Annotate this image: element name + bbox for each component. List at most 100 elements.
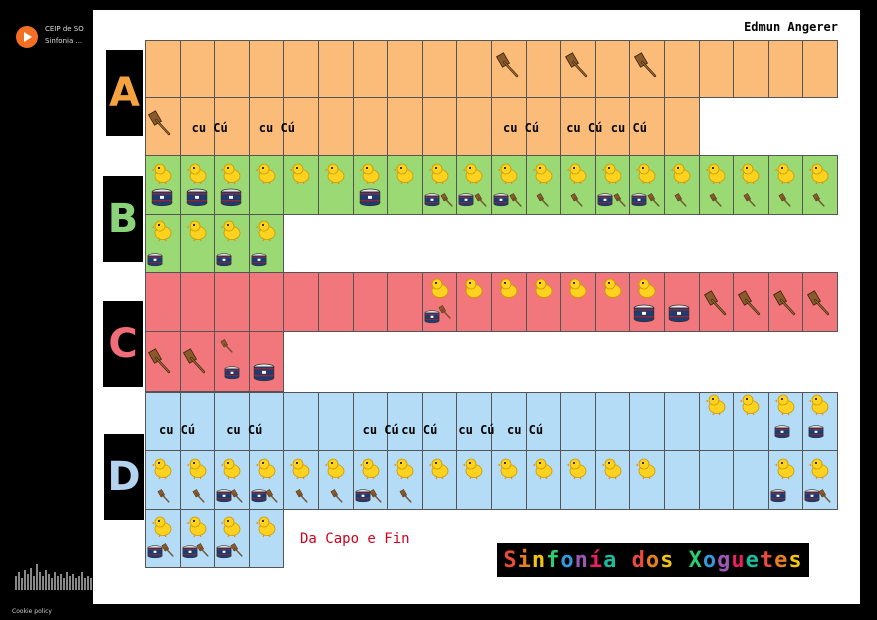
grid-cell xyxy=(525,40,562,98)
drum-icon xyxy=(251,252,267,271)
ratchet-icon xyxy=(812,192,826,211)
chick-icon xyxy=(186,161,210,189)
ratchet-icon xyxy=(147,348,173,378)
grid-cell xyxy=(179,392,216,451)
grid-cell xyxy=(664,97,700,156)
section-label-b: B xyxy=(103,176,143,262)
drum-icon xyxy=(424,309,440,328)
title-letter: t xyxy=(759,547,775,573)
drum-icon xyxy=(668,304,690,327)
grid-cell xyxy=(214,40,250,98)
chick-icon xyxy=(566,276,590,304)
drum-icon xyxy=(182,544,198,563)
play-icon[interactable] xyxy=(16,26,38,48)
drum-icon xyxy=(458,192,474,211)
grid-cell xyxy=(387,392,423,451)
composer-name: Edmun Angerer xyxy=(744,20,838,34)
chick-icon xyxy=(324,456,348,484)
grid-cell xyxy=(629,97,665,156)
chick-icon xyxy=(705,392,729,420)
grid-cell xyxy=(145,40,181,98)
grid-cell xyxy=(456,392,492,451)
cucu-label: cu Cú xyxy=(191,121,228,135)
cucu-label: cu Cú xyxy=(258,121,295,135)
title-letter: e xyxy=(745,547,760,573)
chick-icon xyxy=(428,276,452,304)
grid-cell xyxy=(179,272,216,332)
grid-cell xyxy=(248,331,285,392)
chick-icon xyxy=(393,161,417,189)
grid-cell xyxy=(594,392,631,451)
grid-cell xyxy=(664,40,700,98)
grid-cell xyxy=(560,392,596,451)
ratchet-icon xyxy=(709,192,723,211)
chick-icon xyxy=(151,514,175,542)
grid-cell xyxy=(525,392,562,451)
grid-cell xyxy=(352,392,389,451)
grid-cell xyxy=(318,272,354,332)
chick-icon xyxy=(255,456,279,484)
section-label-c: C xyxy=(103,301,143,387)
ratchet-icon xyxy=(230,488,244,507)
grid-cell xyxy=(594,97,631,156)
chick-icon xyxy=(255,514,279,542)
chick-icon xyxy=(186,514,210,542)
track-title[interactable]: Sinfonia ... xyxy=(45,37,83,45)
title-letter: o xyxy=(702,547,718,573)
ratchet-icon xyxy=(737,290,763,320)
drum-icon xyxy=(804,488,820,507)
grid-cell xyxy=(352,97,389,156)
chick-icon xyxy=(670,161,694,189)
cucu-label: cu Cú xyxy=(458,423,495,437)
drum-icon xyxy=(493,192,509,211)
title-letter: o xyxy=(645,547,661,573)
drum-icon xyxy=(220,188,242,211)
drum-icon xyxy=(633,304,655,327)
chick-icon xyxy=(497,456,521,484)
drum-icon xyxy=(808,424,824,443)
ratchet-icon xyxy=(536,192,550,211)
ratchet-icon xyxy=(806,290,832,320)
ratchet-icon xyxy=(633,52,659,82)
chick-icon xyxy=(220,161,244,189)
chick-icon xyxy=(808,392,832,420)
title-letter: S xyxy=(503,547,518,573)
grid-cell xyxy=(283,97,319,156)
waveform[interactable] xyxy=(15,558,95,594)
ratchet-icon xyxy=(330,488,344,507)
cucu-label: cu Cú xyxy=(566,121,603,135)
grid-cell xyxy=(214,272,250,332)
cucu-label: cu Cú xyxy=(362,423,399,437)
ratchet-icon xyxy=(230,542,244,561)
grid-cell xyxy=(525,272,562,332)
chick-icon xyxy=(739,161,763,189)
chick-icon xyxy=(428,161,452,189)
grid-cell xyxy=(491,392,527,451)
track-user[interactable]: CEIP de SO xyxy=(45,25,84,33)
grid-cell xyxy=(283,40,319,98)
drum-icon xyxy=(151,188,173,211)
grid-cell xyxy=(318,40,354,98)
grid-cell xyxy=(214,97,250,156)
grid-cell xyxy=(387,97,423,156)
title-text: Sinfonía dos Xoguetes xyxy=(503,548,802,573)
grid-cell xyxy=(733,40,769,98)
chick-icon xyxy=(601,161,625,189)
grid-cell xyxy=(214,392,250,451)
ratchet-icon xyxy=(647,192,661,211)
ratchet-icon xyxy=(772,290,798,320)
cookie-policy-link[interactable]: Cookie policy xyxy=(12,608,52,615)
chick-icon xyxy=(428,456,452,484)
chick-icon xyxy=(186,456,210,484)
grid-cell xyxy=(318,392,354,451)
title-letter xyxy=(674,548,688,573)
chick-icon xyxy=(220,456,244,484)
grid-cell xyxy=(421,97,458,156)
grid-cell xyxy=(767,40,804,98)
ratchet-icon xyxy=(703,290,729,320)
chick-icon xyxy=(186,218,210,246)
drum-icon xyxy=(424,192,440,211)
chick-icon xyxy=(739,392,763,420)
title-letter: í xyxy=(588,547,604,573)
chick-icon xyxy=(774,161,798,189)
